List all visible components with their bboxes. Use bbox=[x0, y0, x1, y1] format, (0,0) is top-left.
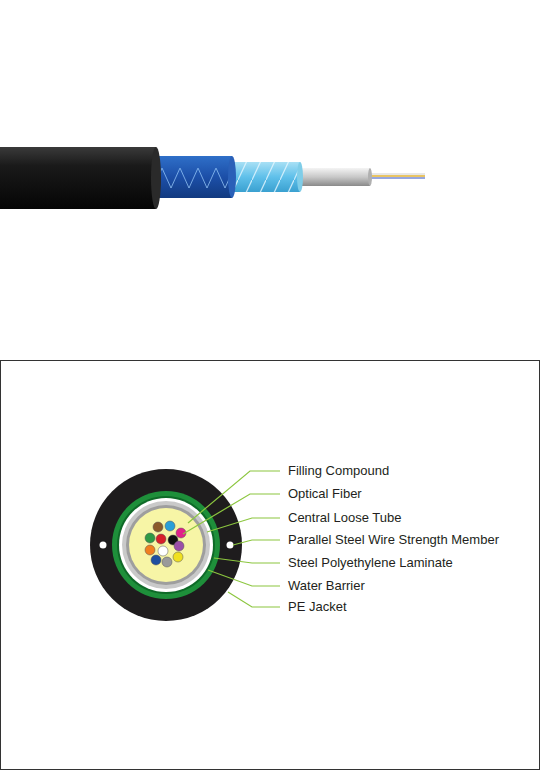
part-label: Filling Compound bbox=[288, 463, 389, 479]
part-label: Water Barrier bbox=[288, 578, 365, 594]
part-label: PE Jacket bbox=[288, 599, 347, 615]
part-label: Steel Polyethylene Laminate bbox=[288, 555, 453, 571]
part-label: Central Loose Tube bbox=[288, 510, 401, 526]
part-label: Parallel Steel Wire Strength Member bbox=[288, 532, 499, 548]
part-label: Optical Fiber bbox=[288, 486, 362, 502]
